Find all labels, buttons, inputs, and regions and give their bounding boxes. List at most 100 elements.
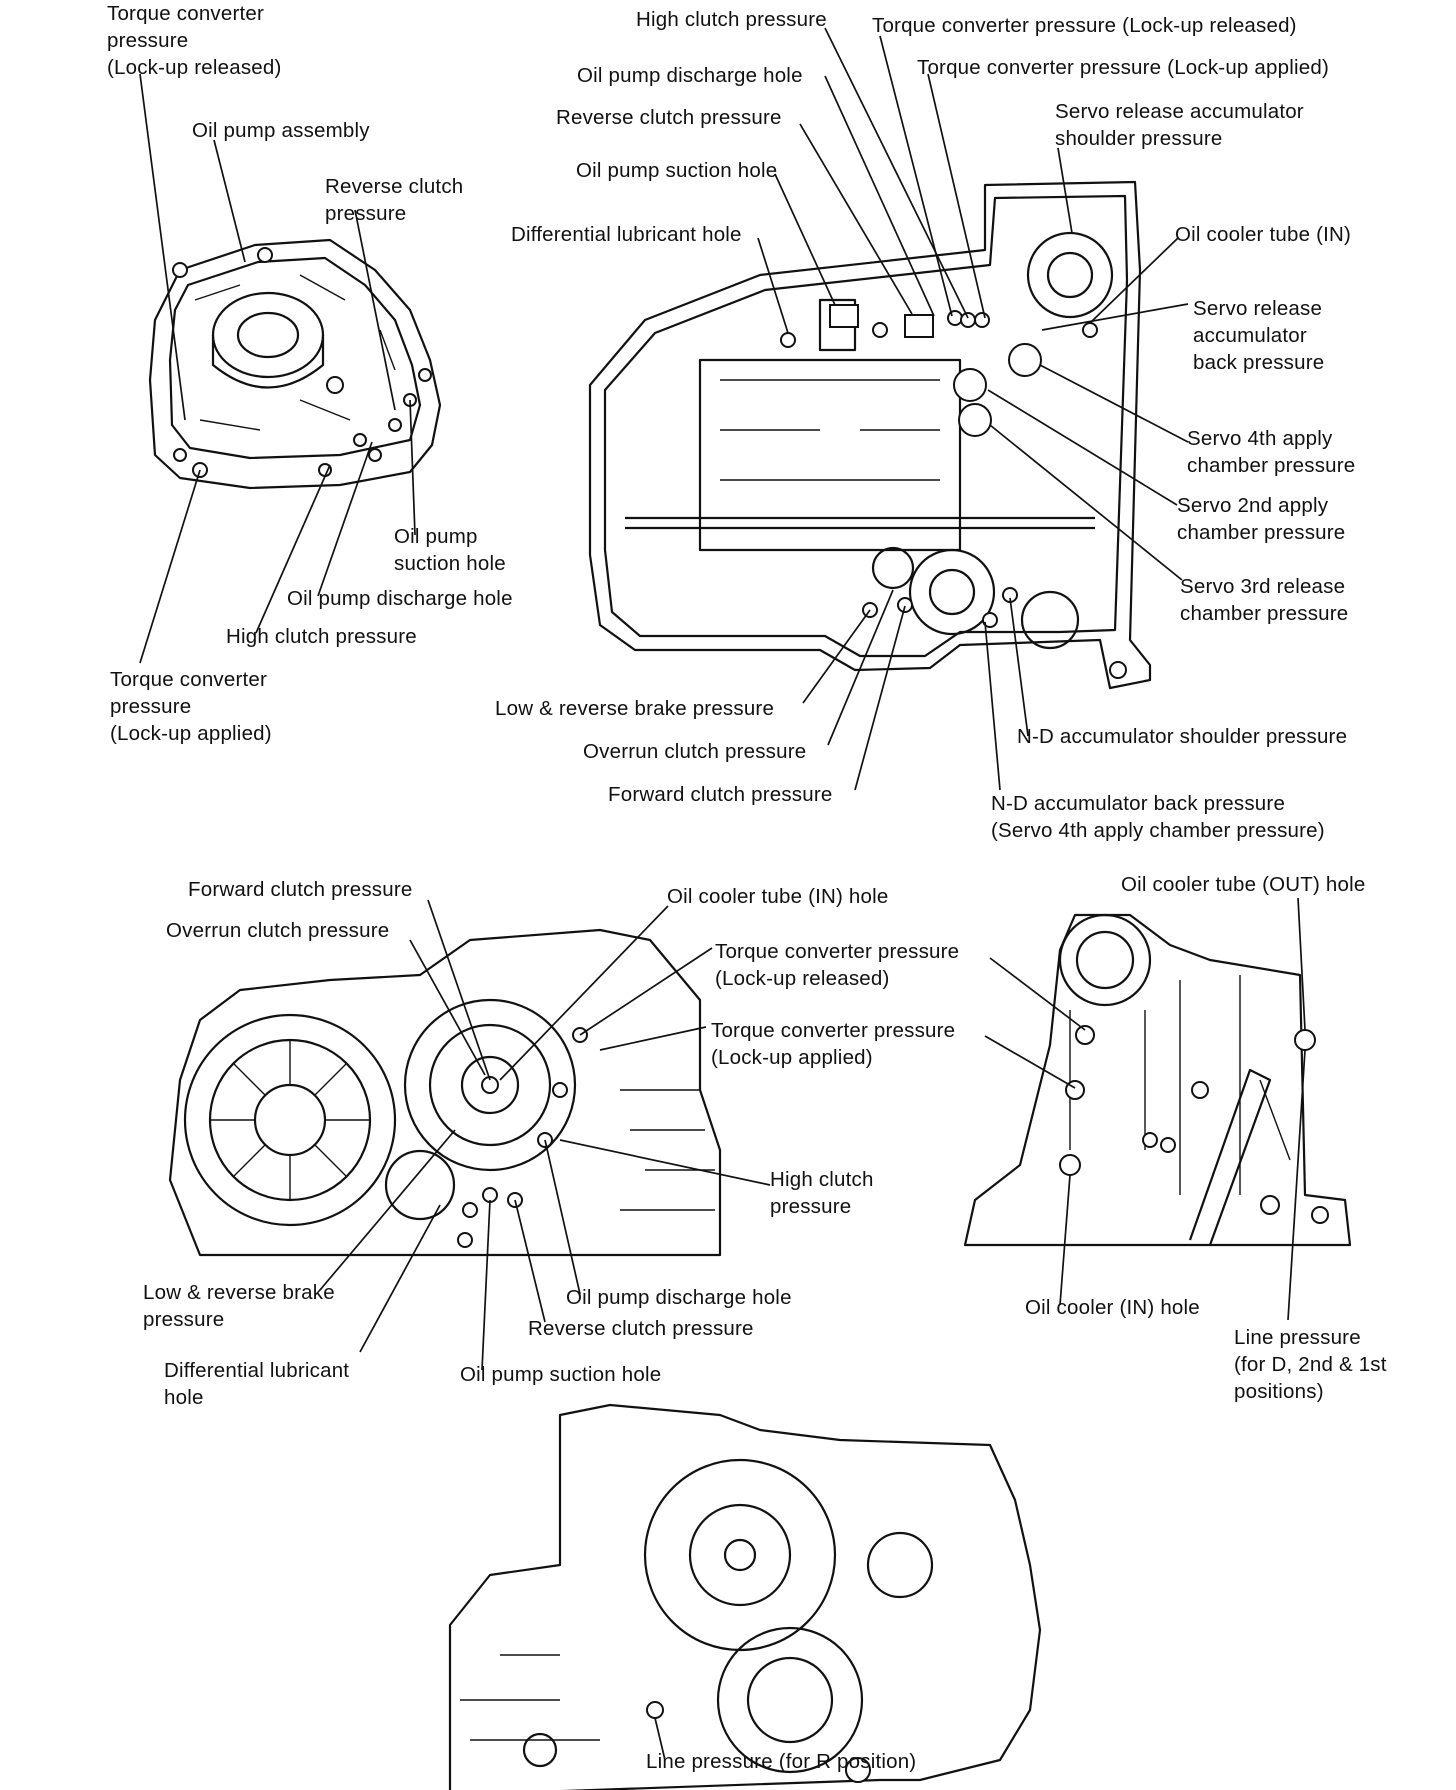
label-line: Reverse clutch pressure — [528, 1317, 754, 1340]
label-pump-assembly: Oil pump assembly — [192, 117, 370, 144]
label-line: Differential lubricant — [164, 1359, 350, 1382]
label-case-servo-4th: Servo 4th apply chamber pressure — [1187, 425, 1355, 479]
label-line: Oil pump suction hole — [576, 159, 778, 182]
label-line: N-D accumulator shoulder pressure — [1017, 725, 1348, 748]
label-line: Reverse clutch pressure — [556, 106, 782, 129]
label-line: pressure — [107, 29, 189, 52]
label-line: Oil cooler tube (IN) hole — [667, 885, 889, 908]
label-line: Line pressure — [1234, 1326, 1361, 1349]
label-bottom-line-r: Line pressure (for R position) — [646, 1748, 916, 1775]
label-line: chamber pressure — [1177, 521, 1346, 544]
label-pump-suction: Oil pump suction hole — [394, 523, 506, 577]
label-front-overrun: Overrun clutch pressure — [166, 917, 389, 944]
label-line: suction hole — [394, 552, 506, 575]
label-front-suction: Oil pump suction hole — [460, 1361, 661, 1388]
label-line: Overrun clutch pressure — [166, 919, 390, 942]
label-line: Oil cooler (IN) hole — [1025, 1296, 1200, 1319]
label-front-tc-released: Torque converter pressure(Lock-up releas… — [715, 938, 959, 992]
label-case-tc-applied: Torque converter pressure (Lock-up appli… — [917, 54, 1329, 81]
label-line: chamber pressure — [1187, 454, 1356, 477]
label-side-cooler-out: Oil cooler tube (OUT) hole — [1121, 871, 1365, 898]
transmission-side-view-drawing — [963, 913, 1352, 1247]
label-line: Torque converter — [107, 2, 265, 25]
label-line: (Lock-up applied) — [110, 722, 272, 745]
label-line: Forward clutch pressure — [188, 878, 413, 901]
label-case-servo-3rd: Servo 3rd release chamber pressure — [1180, 573, 1348, 627]
label-line: positions) — [1234, 1380, 1324, 1403]
label-line: shoulder pressure — [1055, 127, 1223, 150]
label-line: Oil pump suction hole — [460, 1363, 662, 1386]
leader-lines — [139, 27, 1306, 1761]
label-case-servo-2nd: Servo 2nd apply chamber pressure — [1177, 492, 1345, 546]
label-front-cooler-in: Oil cooler tube (IN) hole — [667, 883, 888, 910]
label-line: pressure — [770, 1195, 852, 1218]
label-front-discharge: Oil pump discharge hole — [566, 1284, 792, 1311]
label-line: High clutch pressure — [226, 625, 417, 648]
label-line: (Lock-up released) — [715, 967, 890, 990]
label-line: Servo 4th apply — [1187, 427, 1333, 450]
label-line: Reverse clutch — [325, 175, 464, 198]
label-line: (Servo 4th apply chamber pressure) — [991, 819, 1325, 842]
label-line: hole — [164, 1386, 204, 1409]
label-line: (Lock-up released) — [107, 56, 282, 79]
label-line: Servo 2nd apply — [1177, 494, 1329, 517]
label-line: Servo 3rd release — [1180, 575, 1346, 598]
label-front-reverse: Reverse clutch pressure — [528, 1315, 754, 1342]
label-line: Differential lubricant hole — [511, 223, 742, 246]
label-case-diff: Differential lubricant hole — [511, 221, 742, 248]
label-front-forward: Forward clutch pressure — [188, 876, 413, 903]
label-line: Oil pump discharge hole — [287, 587, 513, 610]
transmission-case-drawing — [588, 180, 1152, 690]
label-line: pressure — [110, 695, 192, 718]
label-line: chamber pressure — [1180, 602, 1349, 625]
label-side-cooler-in: Oil cooler (IN) hole — [1025, 1294, 1200, 1321]
label-line: Oil pump assembly — [192, 119, 370, 142]
label-case-forward: Forward clutch pressure — [608, 781, 833, 808]
transmission-front-view-drawing — [168, 928, 722, 1257]
label-case-suction: Oil pump suction hole — [576, 157, 777, 184]
label-line: back pressure — [1193, 351, 1325, 374]
label-line: Torque converter pressure — [711, 1019, 956, 1042]
label-line: pressure — [325, 202, 407, 225]
label-case-nd-shoulder: N-D accumulator shoulder pressure — [1017, 723, 1347, 750]
label-line: N-D accumulator back pressure — [991, 792, 1286, 815]
label-case-reverse: Reverse clutch pressure — [556, 104, 782, 131]
label-line: High clutch pressure — [636, 8, 827, 31]
oil-pump-assembly-drawing — [148, 238, 442, 490]
label-line: Servo release accumulator — [1055, 100, 1304, 123]
label-case-low-reverse: Low & reverse brake pressure — [495, 695, 774, 722]
label-case-high: High clutch pressure — [636, 6, 827, 33]
label-case-servo-release-back: Servo release accumulator back pressure — [1193, 295, 1324, 376]
label-line: Oil pump — [394, 525, 478, 548]
label-line: Line pressure (for R position) — [646, 1750, 917, 1773]
label-pump-reverse: Reverse clutch pressure — [325, 173, 463, 227]
label-line: Servo release — [1193, 297, 1323, 320]
label-line: Low & reverse brake — [143, 1281, 335, 1304]
label-case-cooler-in: Oil cooler tube (IN) — [1175, 221, 1351, 248]
label-line: Oil cooler tube (OUT) hole — [1121, 873, 1366, 896]
label-pump-tc-released: Torque converter pressure (Lock-up release… — [107, 0, 282, 81]
label-front-tc-applied: Torque converter pressure (Lock-up applie… — [711, 1017, 955, 1071]
label-line: Torque converter pressure (Lock-up relea… — [872, 14, 1297, 37]
label-line: Torque converter pressure (Lock-up appli… — [917, 56, 1329, 79]
label-front-low-reverse: Low & reverse brake pressure — [143, 1279, 335, 1333]
transmission-bottom-view-drawing — [448, 1403, 1042, 1790]
label-line: (Lock-up applied) — [711, 1046, 873, 1069]
label-case-tc-released: Torque converter pressure (Lock-up relea… — [872, 12, 1297, 39]
label-line: Forward clutch pressure — [608, 783, 833, 806]
label-case-servo-release-shoulder: Servo release accumulator shoulder pressu… — [1055, 98, 1304, 152]
label-pump-high: High clutch pressure — [226, 623, 417, 650]
label-case-nd-back: N-D accumulator back pressure (Servo 4th … — [991, 790, 1325, 844]
label-front-diff: Differential lubricant hole — [164, 1357, 349, 1411]
label-line: Low & reverse brake pressure — [495, 697, 775, 720]
label-line: accumulator — [1193, 324, 1307, 347]
label-pump-discharge: Oil pump discharge hole — [287, 585, 513, 612]
label-line: pressure — [143, 1308, 225, 1331]
label-case-discharge: Oil pump discharge hole — [577, 62, 803, 89]
label-line: Oil pump discharge hole — [566, 1286, 792, 1309]
